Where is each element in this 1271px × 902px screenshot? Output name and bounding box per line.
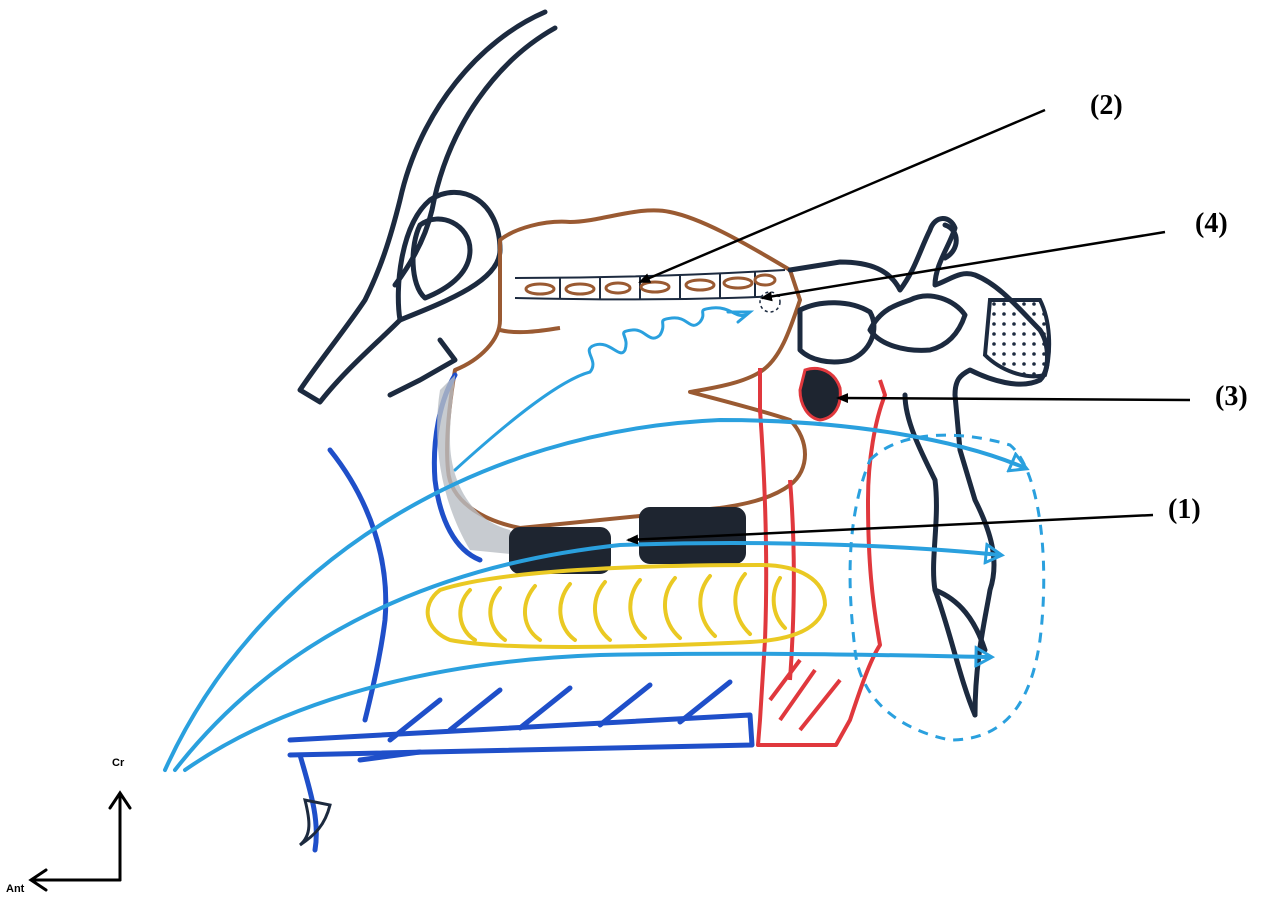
callout-label-2: (2)	[1090, 92, 1123, 120]
orientation-axes	[31, 793, 130, 890]
nasal-cavity-outline	[290, 375, 752, 850]
olfactory-cell-row	[515, 270, 785, 300]
brain-region	[447, 210, 805, 528]
upper-bone-outline	[300, 12, 555, 402]
callout-label-4: (4)	[1195, 210, 1228, 238]
callout-label-3: (3)	[1215, 383, 1248, 411]
dotted-region	[985, 300, 1049, 376]
anterior-label: Ant	[6, 884, 24, 895]
cranial-label: Cr	[112, 758, 124, 769]
callout-line-2	[640, 110, 1045, 282]
callout-lines	[628, 110, 1190, 540]
structure-3-region	[800, 368, 840, 420]
airflow-streams	[165, 420, 1025, 770]
sphenoid-region	[790, 218, 1048, 715]
callout-line-3	[838, 398, 1190, 400]
dashed-region	[850, 435, 1044, 740]
callout-label-1: (1)	[1168, 496, 1201, 524]
